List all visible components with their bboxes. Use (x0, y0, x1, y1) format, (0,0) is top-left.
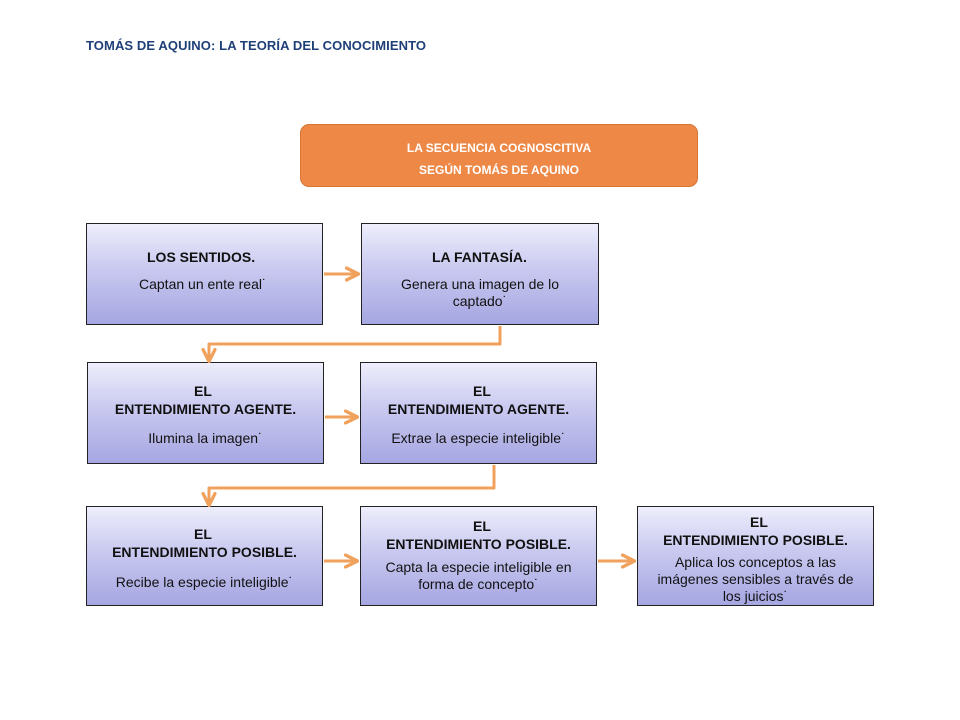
arrow-fantasia-to-agente (209, 326, 502, 360)
box-title: LA FANTASÍA. (432, 249, 527, 265)
box-title: LOS SENTIDOS. (147, 249, 256, 265)
box-description: Extrae la especie inteligible˙ (391, 430, 566, 446)
box-subtitle: ENTENDIMIENTO AGENTE. (387, 401, 570, 417)
box-entendimiento-agente-1: EL ENTENDIMIENTO AGENTE. Ilumina la imag… (87, 362, 324, 464)
box-entendimiento-agente-2: EL ENTENDIMIENTO AGENTE. Extrae la espec… (360, 362, 597, 464)
box-entendimiento-posible-3: EL ENTENDIMIENTO POSIBLE. Aplica los con… (637, 506, 874, 606)
box-title: EL (194, 526, 212, 542)
box-description: Recibe la especie inteligible˙ (115, 574, 294, 590)
box-subtitle: ENTENDIMIENTO POSIBLE. (112, 544, 297, 560)
arrow-agente-to-posible (209, 465, 496, 504)
box-description: Genera una imagen de lo captado˙ (401, 276, 559, 309)
box-subtitle: ENTENDIMIENTO AGENTE. (114, 401, 297, 417)
box-entendimiento-posible-1: EL ENTENDIMIENTO POSIBLE. Recibe la espe… (86, 506, 323, 606)
box-title: EL (750, 514, 768, 530)
header-line-1: LA SECUENCIA COGNOSCITIVA (406, 141, 592, 155)
box-description: Capta la especie inteligible en forma de… (385, 559, 572, 592)
box-subtitle: ENTENDIMIENTO POSIBLE. (663, 532, 848, 548)
box-title: EL (194, 383, 212, 399)
box-subtitle: ENTENDIMIENTO POSIBLE. (386, 536, 571, 552)
box-description: Aplica los conceptos a las imágenes sens… (657, 554, 854, 604)
box-description: Ilumina la imagen˙ (148, 430, 263, 446)
box-entendimiento-posible-2: EL ENTENDIMIENTO POSIBLE. Capta la espec… (360, 506, 597, 606)
box-title: EL (473, 518, 491, 534)
box-description: Captan un ente real˙ (139, 276, 267, 292)
box-la-fantasia: LA FANTASÍA. Genera una imagen de lo cap… (361, 223, 599, 325)
header-box: LA SECUENCIA COGNOSCITIVA SEGÚN TOMÁS DE… (300, 124, 698, 187)
box-title: EL (473, 383, 491, 399)
page-title: TOMÁS DE AQUINO: LA TEORÍA DEL CONOCIMIE… (86, 38, 427, 53)
box-los-sentidos: LOS SENTIDOS. Captan un ente real˙ (86, 223, 323, 325)
header-line-2: SEGÚN TOMÁS DE AQUINO (418, 163, 579, 177)
